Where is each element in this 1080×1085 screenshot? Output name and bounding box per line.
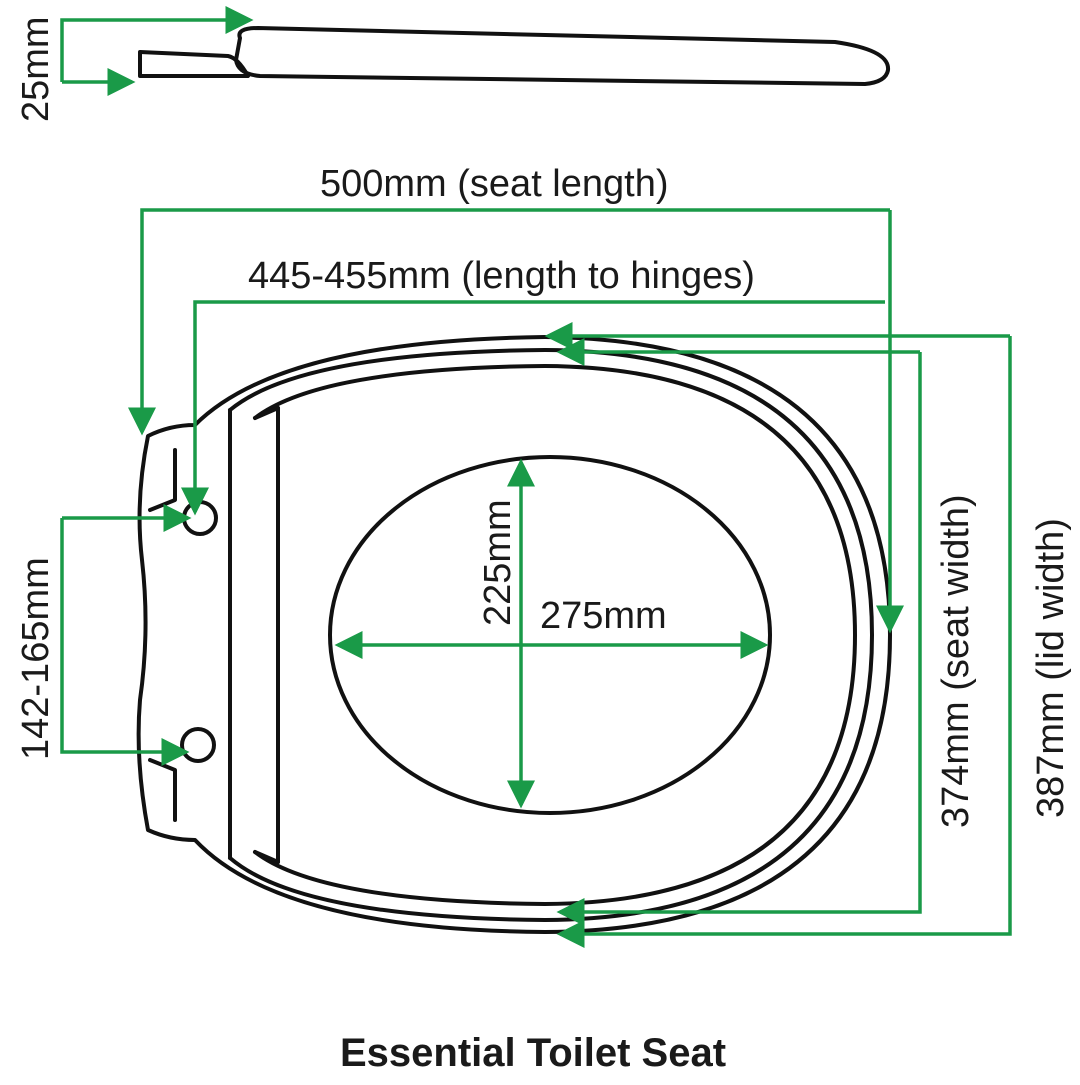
lid-width-label: 387mm (lid width) (1030, 518, 1072, 818)
hinge-slot-bottom (148, 758, 177, 822)
lid-outline (136, 335, 892, 934)
hinge-spacing-label: 142-165mm (15, 557, 57, 760)
seat-length-label: 500mm (seat length) (320, 163, 669, 205)
hinge-bar-top (253, 406, 280, 420)
seat-outline (228, 348, 874, 922)
hinge-slot-top (148, 448, 177, 512)
lid-profile (234, 26, 891, 86)
thickness-label: 25mm (15, 16, 57, 122)
diagram-title: Essential Toilet Seat (340, 1031, 726, 1075)
hinge-length-dimension (181, 300, 885, 516)
seat-width-label: 374mm (seat width) (935, 494, 977, 828)
hinge-hole-bottom (180, 727, 216, 763)
hinge-spacing-dimension-lower (60, 518, 190, 766)
seat-length-dimension (128, 208, 890, 436)
thickness-dimension (60, 6, 254, 82)
hinge-length-label: 445-455mm (length to hinges) (248, 255, 755, 297)
lid-width-dimension-lower (556, 336, 1012, 948)
seat-inner-outline (253, 364, 857, 906)
hole-length-label: 225mm (477, 499, 519, 626)
labels: 500mm (seat length) 445-455mm (length to… (15, 163, 1072, 1075)
hole-width-label: 275mm (540, 595, 667, 637)
hinge-profile (138, 50, 250, 78)
hinge-bar-bottom (253, 850, 280, 864)
seat-width-dimension-lower (556, 352, 922, 926)
bowl-opening (328, 455, 772, 815)
hinge-hole-top (182, 500, 218, 536)
dimension-lines (60, 208, 1012, 948)
side-profile: 25mm (15, 6, 891, 122)
top-view (136, 335, 892, 934)
